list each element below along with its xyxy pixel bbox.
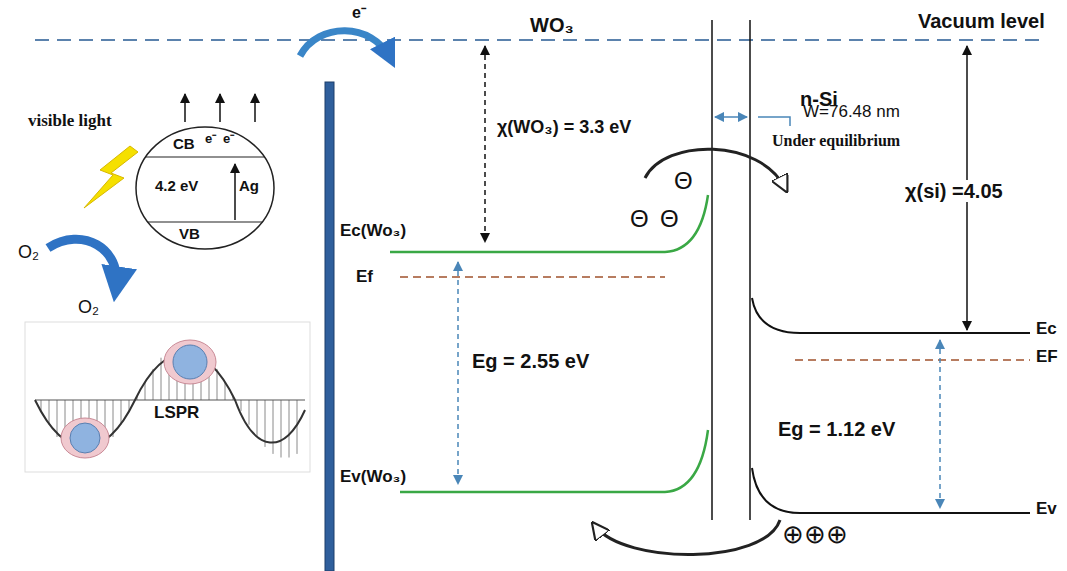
si-bandgap-arrow [940,340,941,508]
band-edge-label: Ec [1036,320,1057,339]
band-label: VB [179,226,200,243]
lspr-illustration-part [217,369,218,400]
wo3-fermi-level-part [400,276,665,278]
lspr-illustration-part [25,322,310,472]
circle-outline-shape [136,127,274,249]
lspr-illustration-part [61,418,109,458]
energy-label: 4.2 eV [155,178,198,195]
electron-affinity-label: χ(si) =4.05 [903,180,1005,202]
si-valence-band-part [752,468,1030,513]
electrode-bar-part [325,82,334,571]
band-edge-line [148,221,263,222]
excitation-arrow [234,164,236,220]
hole-symbol: ⊕⊕⊕ [782,520,848,549]
emission-up-arrows-part [254,94,256,122]
emission-up-arrows-part [219,94,221,122]
lightning-bolt [84,146,138,208]
junction-interface-lines-part [749,20,751,520]
emission-up-arrows [185,94,255,122]
junction-interface-lines-part [711,20,713,520]
lspr-illustration-part [145,382,146,400]
lspr-illustration-part [289,400,290,458]
si-bandgap-arrow-part [939,340,941,508]
junction-interface-lines [712,20,750,520]
band-edge-label: Ev(Wo₃) [340,468,406,487]
wo3-fermi-level [400,277,665,278]
lightning-bolt-part [84,146,138,208]
wo3-valence-band-part [665,430,708,492]
si-conduction-band-part [752,298,1030,333]
electron-label: e⁻ [205,132,216,146]
lspr-illustration-part [35,399,305,400]
fermi-level-label: Ef [356,268,373,287]
lspr-illustration-part [153,369,154,400]
hole-transfer-arrow-part [595,520,780,555]
electron-transfer-arrow-part [645,149,785,188]
bandgap-label: Eg = 1.12 eV [778,418,895,440]
wo3-valence-band-part [400,491,665,494]
fermi-level-label: EF [1036,348,1058,367]
vacuum-level-line-part [35,39,1045,41]
depletion-width-arrow-part [715,116,747,118]
si-fermi-level [795,360,1030,361]
lspr-illustration-part [225,382,226,400]
lspr-illustration [25,322,310,472]
electron-label: e⁻ [352,4,366,22]
oxygen-arrow [48,239,117,288]
particle-label: Ag [239,178,259,195]
depletion-width-arrow [715,117,790,126]
oxygen-label: O₂ [78,298,99,318]
band-label: CB [173,136,195,153]
electron-emission-arrow-part [300,31,390,58]
lspr-illustration-part [249,400,250,425]
electron-symbol: Θ [674,168,693,194]
electron-symbol: Θ [630,206,649,232]
vacuum-level-label: Vacuum level [918,10,1045,32]
lspr-illustration-part [164,340,216,384]
electron-transfer-arrow [645,149,785,188]
electron-affinity-wo3-arrow-part [484,46,486,242]
si-conduction-band [752,298,1030,333]
electron-symbol: Θ [660,206,679,232]
lspr-illustration-part [273,400,274,454]
vacuum-level-line [35,40,1045,41]
band-edge-label: Ec(Wo₃) [340,222,406,241]
lspr-illustration-part [281,400,282,458]
condition-label: Under equilibrium [772,132,900,150]
lspr-illustration-part [241,400,242,411]
wo3-valence-band [400,430,708,492]
band-edge-label: Ev [1036,500,1057,519]
wo3-bandgap-arrow [458,262,459,484]
depletion-width-label: W=76.48 nm [803,103,900,122]
lspr-illustration-part [173,345,207,379]
emission-up-arrows-part [184,94,186,122]
wo3-conduction-band-part [390,251,665,254]
oxygen-arrow-part [48,239,117,288]
lspr-label: LSPR [152,404,201,423]
electron-label: e⁻ [223,132,234,146]
si-fermi-level-part [795,359,1030,361]
lspr-illustration-part [257,400,258,437]
lspr-illustration-part [49,400,50,425]
electron-emission-arrow [300,31,390,58]
nanoparticle-circle: CB e⁻ e⁻ 4.2 eV AgVB [135,126,275,250]
depletion-width-arrow-part [758,117,790,126]
hole-transfer-arrow [595,520,780,555]
material-label: WO₃ [530,14,574,36]
wo3-conduction-band [390,195,708,252]
lspr-illustration-part [70,423,100,453]
lspr-illustration-part [121,400,122,425]
lspr-illustration-part [265,400,266,447]
electron-affinity-label: χ(WO₃) = 3.3 eV [497,118,631,138]
wo3-bandgap-arrow-part [457,262,459,484]
light-label: visible light [28,112,112,131]
oxygen-label: O₂ [18,243,39,263]
electron-affinity-wo3-arrow [485,46,486,242]
electrode-bar [325,82,334,571]
band-edge-line [146,156,265,157]
bandgap-label: Eg = 2.55 eV [472,350,589,372]
si-valence-band [752,468,1030,513]
